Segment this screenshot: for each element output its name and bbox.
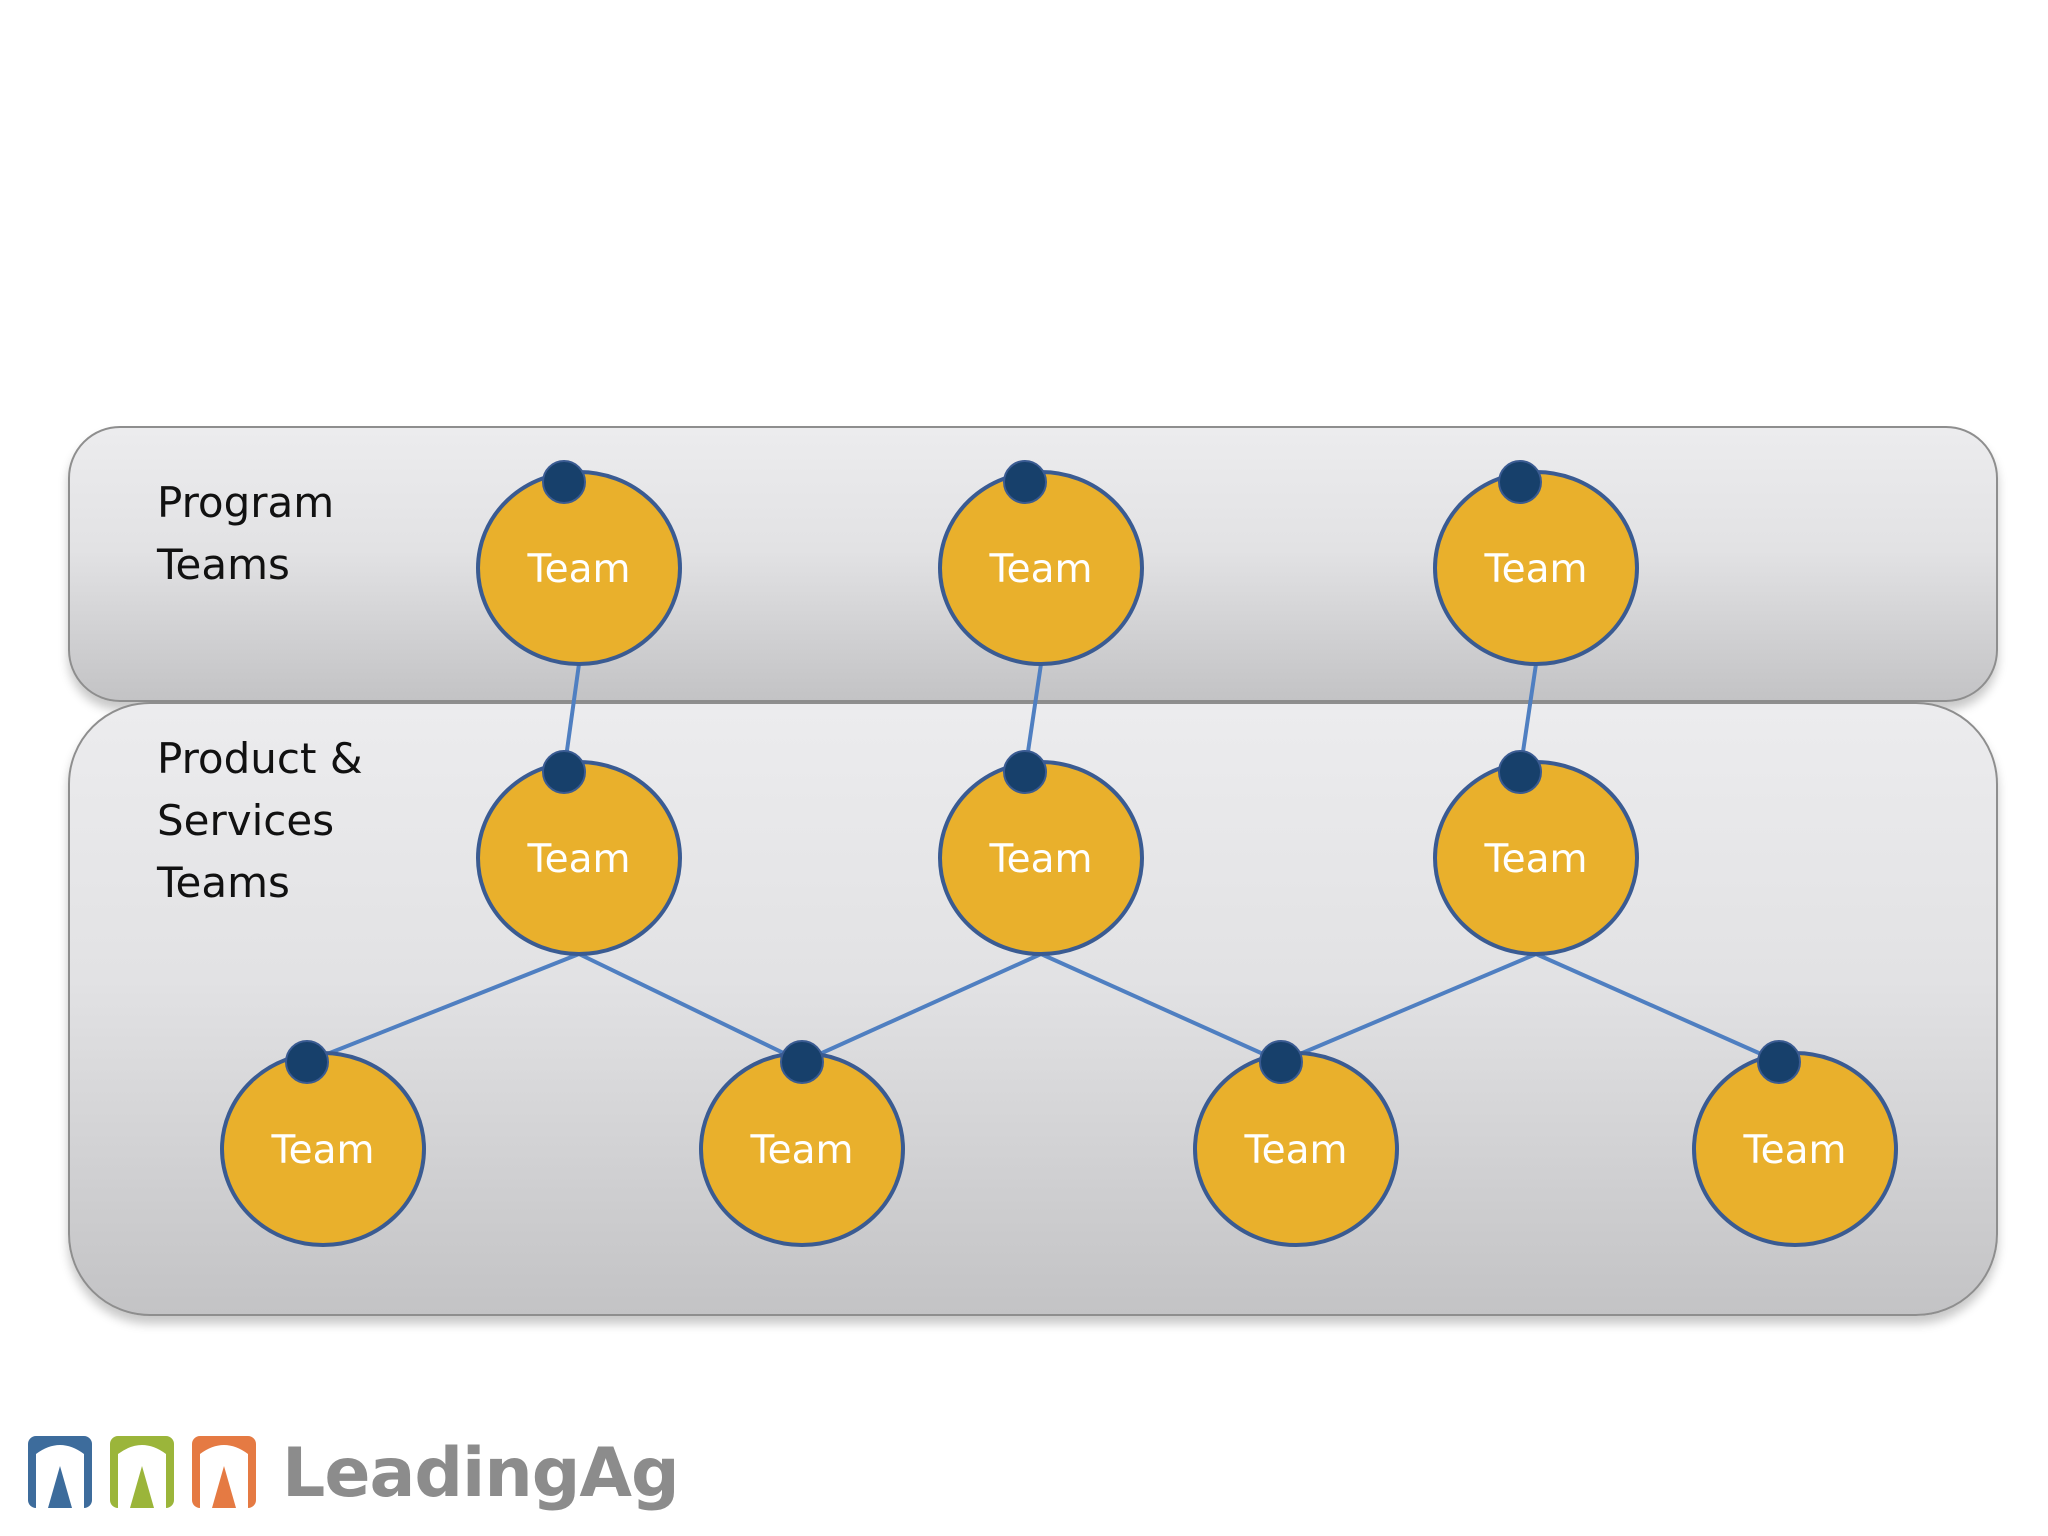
- edge-product-3-to-services-3: [1280, 952, 1537, 1064]
- connector-dot: [1498, 750, 1542, 794]
- team-node-product-3: Team: [1433, 750, 1639, 956]
- team-node-program-2: Team: [938, 460, 1144, 666]
- connector-dot: [542, 460, 586, 504]
- team-node-services-2: Team: [699, 1040, 905, 1247]
- team-node-program-1: Team: [476, 460, 682, 666]
- team-node-product-1: Team: [476, 750, 682, 956]
- logo-mountain-icon-2: [110, 1436, 174, 1508]
- edge-product-1-to-services-1: [306, 952, 580, 1064]
- team-node-services-4: Team: [1692, 1040, 1898, 1247]
- connector-dot: [1003, 460, 1047, 504]
- connector-dot: [285, 1040, 329, 1084]
- team-label: Team: [526, 837, 630, 882]
- connector-dot: [542, 750, 586, 794]
- leadingagile-logo: LeadingAgile: [24, 1428, 684, 1536]
- team-node-services-3: Team: [1193, 1040, 1399, 1247]
- team-label: Team: [526, 547, 630, 592]
- connector-dot: [1757, 1040, 1801, 1084]
- team-node-services-1: Team: [220, 1040, 426, 1247]
- team-label: Team: [988, 547, 1092, 592]
- team-label: Team: [988, 837, 1092, 882]
- connector-dot: [780, 1040, 824, 1084]
- team-label: Team: [1243, 1128, 1347, 1173]
- logo-mountain-icon-3: [192, 1436, 256, 1508]
- team-label: Team: [1483, 547, 1587, 592]
- team-node-product-2: Team: [938, 750, 1144, 956]
- team-label: Team: [749, 1128, 853, 1173]
- edge-product-3-to-services-4: [1535, 952, 1780, 1064]
- connector-dot: [1003, 750, 1047, 794]
- logo-icons: [28, 1436, 256, 1508]
- edge-product-1-to-services-2: [578, 952, 803, 1064]
- product-services-teams-label: Product & Services Teams: [157, 734, 363, 907]
- team-node-program-3: Team: [1433, 460, 1639, 666]
- connector-dot: [1259, 1040, 1303, 1084]
- edge-product-2-to-services-3: [1040, 952, 1282, 1064]
- program-teams-label: Program Teams: [157, 478, 335, 589]
- edge-product-2-to-services-2: [801, 952, 1042, 1064]
- logo-wordmark: LeadingAgile: [282, 1434, 684, 1513]
- team-label: Team: [270, 1128, 374, 1173]
- team-label: Team: [1483, 837, 1587, 882]
- connector-dot: [1498, 460, 1542, 504]
- team-label: Team: [1742, 1128, 1846, 1173]
- logo-mountain-icon-1: [28, 1436, 92, 1508]
